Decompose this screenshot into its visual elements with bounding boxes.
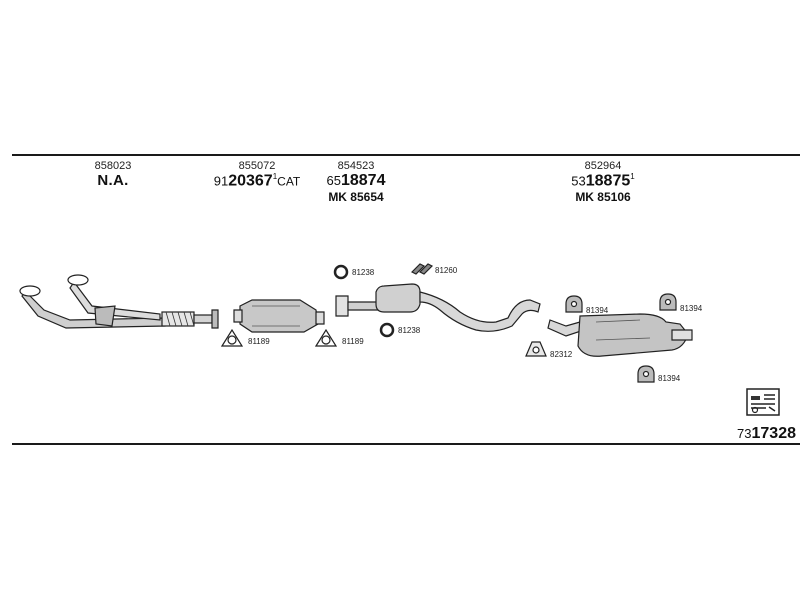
part-label: 81189: [248, 337, 270, 346]
rubber-hanger-icon[interactable]: [637, 365, 655, 383]
part-label: 82312: [550, 350, 573, 359]
part-label: 81394: [586, 306, 609, 315]
middle-silencer[interactable]: [335, 283, 541, 332]
reference-number: 17328: [751, 425, 797, 442]
bracket-icon[interactable]: [525, 341, 547, 357]
mk-number: MK 85106: [575, 190, 631, 205]
mk-number: MK 85654: [328, 190, 384, 204]
flange-gasket-icon[interactable]: [220, 328, 244, 347]
part-label: 81238: [352, 268, 375, 277]
part-label: 81394: [658, 374, 681, 383]
ref-prefix: 65: [326, 173, 341, 188]
ref-number: 18874: [340, 172, 386, 189]
diagram-reference: 7317328: [737, 425, 796, 443]
top-divider: [12, 154, 800, 156]
clamp-icon[interactable]: [410, 263, 434, 275]
part-code: 858023: [94, 160, 132, 172]
rubber-hanger-icon[interactable]: [659, 293, 677, 311]
ref-number: 18875: [585, 172, 631, 190]
part-code: 855072: [238, 160, 276, 172]
flange-gasket-icon[interactable]: [314, 328, 338, 347]
part-code: 854523: [337, 160, 375, 172]
ref-superscript: 1: [630, 172, 635, 181]
part-label: 81394: [680, 304, 703, 313]
ref-number: 20367: [228, 172, 273, 190]
front-pipe[interactable]: [19, 274, 219, 329]
bottom-divider: [12, 443, 800, 445]
ref-superscript: 1: [272, 172, 278, 181]
group-rear[interactable]: 852964 53188751 MK 85106: [560, 160, 646, 204]
ref-prefix: 91: [213, 173, 229, 189]
part-name: N.A.: [97, 172, 129, 189]
part-label: 81260: [435, 266, 458, 275]
group-middle[interactable]: 854523 6518874 MK 85654: [318, 160, 394, 204]
part-code: 852964: [584, 160, 622, 172]
kit-box-icon: [746, 388, 780, 416]
rubber-hanger-icon[interactable]: [565, 295, 583, 313]
part-label: 81189: [342, 337, 364, 346]
catalytic-converter[interactable]: [233, 299, 325, 333]
ring-gasket-icon[interactable]: [333, 264, 395, 338]
rear-silencer[interactable]: [547, 313, 693, 357]
reference-prefix: 73: [737, 426, 752, 441]
part-label: 81238: [398, 326, 421, 335]
ref-prefix: 53: [571, 173, 586, 189]
group-catalyst[interactable]: 855072 91203671CAT: [205, 160, 309, 190]
ref-suffix: CAT: [277, 174, 301, 189]
group-front-pipe[interactable]: 858023 N.A.: [88, 160, 138, 189]
